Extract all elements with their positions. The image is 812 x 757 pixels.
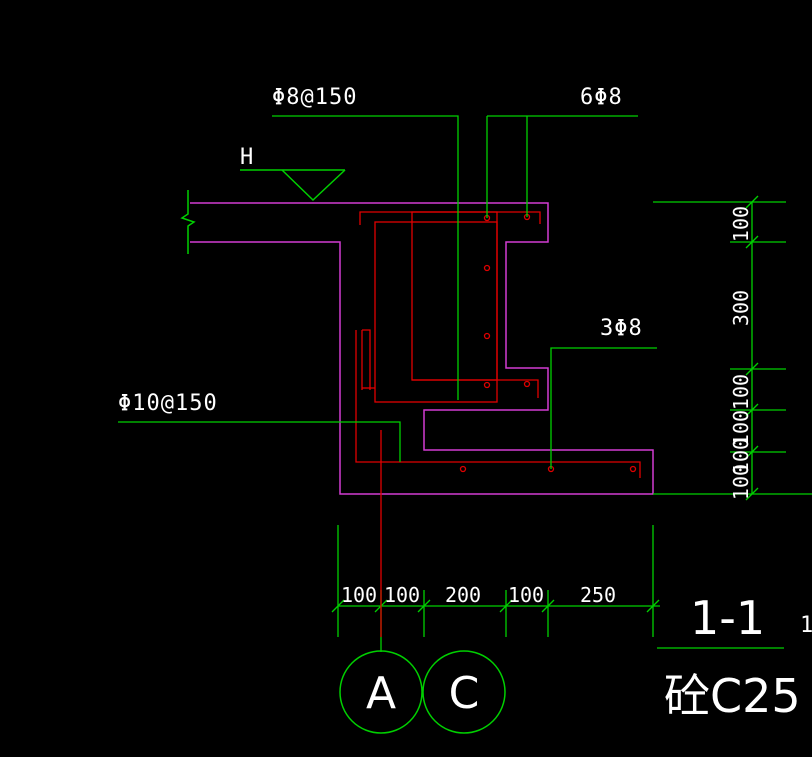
bottom-stirrup-label: Φ10@150	[118, 391, 218, 416]
vdim-5: 100	[729, 438, 753, 474]
slab-break-line	[180, 190, 196, 254]
axis-bubble-a-label: A	[366, 668, 396, 719]
horizontal-dimensions: 100 100 200 100 250	[341, 583, 616, 607]
hdim-1: 100	[341, 583, 377, 607]
rebar-dot	[483, 332, 491, 340]
hdim-5: 250	[580, 583, 616, 607]
axis-bubble-c: C	[422, 650, 506, 734]
rebar-dot	[459, 465, 467, 473]
level-mark-symbol	[240, 169, 346, 202]
leader-lines	[118, 115, 812, 652]
top-bars-label: 6Φ8	[580, 85, 623, 110]
vdim-6: 100	[729, 464, 753, 500]
vdim-1: 100	[729, 206, 753, 242]
concrete-outline	[190, 202, 654, 495]
rebar-dot	[629, 465, 637, 473]
level-mark-label: H	[240, 145, 254, 170]
section-edge-fragment: 1	[800, 613, 812, 638]
vertical-dimensions: 100 300 100 100 100 100	[729, 206, 753, 500]
axis-bubble-a: A	[339, 650, 423, 734]
vdim-4: 100	[729, 410, 753, 446]
hdim-2: 100	[384, 583, 420, 607]
middle-bars-label: 3Φ8	[600, 316, 643, 341]
material-label: 砼C25	[664, 669, 801, 723]
top-stirrup-label: Φ8@150	[272, 85, 357, 110]
rebar-dot	[483, 381, 491, 389]
rebar-dot	[523, 380, 531, 388]
rebar-dot	[483, 264, 491, 272]
hdim-3: 200	[445, 583, 481, 607]
rebar-cage	[355, 211, 641, 478]
axis-bubble-c-label: C	[449, 668, 480, 719]
vdim-3: 100	[729, 374, 753, 410]
section-title: 1-1	[690, 591, 765, 645]
hdim-4: 100	[508, 583, 544, 607]
vdim-2: 300	[729, 290, 753, 326]
